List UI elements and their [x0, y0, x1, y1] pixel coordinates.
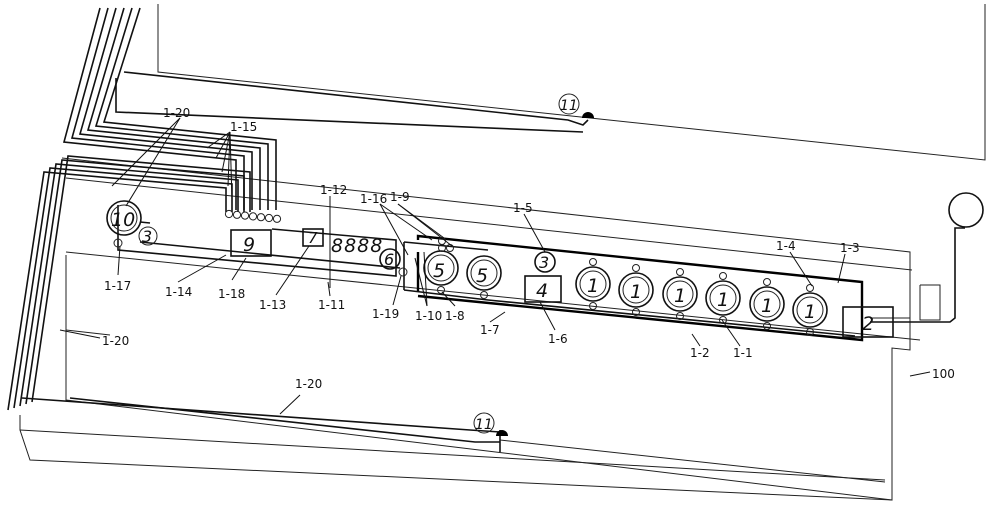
valve-top: [763, 278, 771, 286]
valve-top: [589, 258, 597, 266]
label-1-3: 1-3: [840, 241, 860, 255]
component-11-bottom: 11: [473, 412, 508, 436]
valve-1-15-4: [248, 212, 258, 221]
component-1-group: 1 1 1 1 1 1: [575, 258, 828, 336]
label-1-17: 1-17: [104, 279, 131, 293]
label-100: 100: [932, 367, 955, 381]
valve-top: [676, 268, 684, 276]
valve-top: [806, 284, 814, 292]
upper-room-outline: [157, 4, 986, 161]
valve-1-15-2: [232, 210, 242, 219]
label-1-11: 1-11: [318, 298, 345, 312]
component-6: 6: [379, 248, 408, 277]
label-1-16: 1-16: [360, 192, 387, 206]
component-9: 9: [230, 229, 272, 257]
label-1-15: 1-15: [230, 120, 257, 134]
component-2-label: 2: [862, 313, 874, 335]
component-3-right: 3: [534, 251, 556, 273]
component-8: 8888: [331, 235, 383, 257]
component-1-unit-6: 1: [792, 284, 828, 336]
label-1-6: 1-6: [548, 332, 568, 346]
component-1-unit-3-label: 1: [674, 285, 686, 307]
right-connector: [870, 227, 965, 323]
component-5-first: 5: [423, 250, 459, 294]
component-1-unit-2: 1: [618, 264, 654, 316]
component-10-label: 10: [111, 209, 135, 231]
component-4: 4: [524, 275, 562, 303]
component-4-label: 4: [536, 280, 548, 302]
label-1-7: 1-7: [480, 323, 500, 337]
valve-1-15-7: [272, 214, 282, 223]
leader-lines: [59, 117, 931, 415]
label-1-19: 1-19: [372, 307, 399, 321]
component-5-second: 5: [466, 255, 502, 299]
valve-bottom: [763, 322, 771, 330]
label-1-14: 1-14: [165, 285, 192, 299]
valve-1-15-3: [240, 211, 250, 220]
component-5-second-label: 5: [476, 265, 488, 287]
component-11-top: 11: [558, 93, 594, 118]
label-1-10: 1-10: [415, 309, 442, 323]
external-unit-circle: [948, 192, 984, 228]
component-1-unit-1-label: 1: [587, 275, 599, 297]
component-7-label: 7: [308, 229, 318, 247]
component-10: 10: [106, 200, 142, 248]
component-9-label: 9: [243, 234, 255, 256]
label-1-4: 1-4: [776, 239, 796, 253]
component-1-unit-2-label: 1: [630, 281, 642, 303]
component-1-unit-4-label: 1: [717, 289, 729, 311]
component-3-left: 3: [138, 226, 158, 246]
label-1-8: 1-8: [445, 309, 465, 323]
callout-labels: 1-20 1-15 1-12 1-16 1-9 1-5 1-4 1-3 1-17…: [102, 106, 955, 391]
label-1-20-top: 1-20: [163, 106, 190, 120]
valve-bottom: [676, 312, 684, 320]
label-1-9: 1-9: [390, 190, 410, 204]
main-pipe-loop: [403, 234, 864, 342]
label-1-1: 1-1: [733, 346, 753, 360]
label-1-2: 1-2: [690, 346, 710, 360]
left-pipe-loop: [117, 205, 401, 277]
component-7: 7: [302, 228, 324, 247]
valve-top: [632, 264, 640, 272]
component-1-unit-1: 1: [575, 258, 611, 310]
component-11-top-label: 11: [560, 98, 578, 114]
valve-1-15-1: [224, 209, 234, 219]
valve-row-1-15: [224, 209, 282, 223]
component-1-unit-5: 1: [749, 278, 785, 330]
label-1-5: 1-5: [513, 201, 533, 215]
label-1-20-middle: 1-20: [102, 334, 129, 348]
component-5-first-label: 5: [433, 260, 445, 282]
component-8-label: 8888: [331, 235, 383, 257]
label-1-20-bottom: 1-20: [295, 377, 322, 391]
component-3-right-label: 3: [539, 253, 549, 272]
main-building-outline: [19, 157, 941, 501]
component-11-bottom-label: 11: [475, 417, 493, 433]
valve-top: [719, 272, 727, 280]
valve-1-15-6: [264, 213, 274, 223]
label-1-12: 1-12: [320, 183, 347, 197]
component-6-label: 6: [384, 250, 394, 269]
component-3-left-label: 3: [142, 227, 152, 246]
valve-bottom: [589, 302, 597, 310]
component-2: 2: [842, 306, 894, 338]
valve-bottom: [632, 308, 640, 316]
label-1-18: 1-18: [218, 287, 245, 301]
valve-1-15-5: [256, 213, 266, 222]
component-1-unit-6-label: 1: [804, 301, 816, 323]
valve-bottom: [806, 328, 814, 336]
component-1-unit-5-label: 1: [761, 295, 773, 317]
valve-bottom: [719, 316, 727, 324]
component-1-unit-3: 1: [662, 268, 698, 320]
label-1-13: 1-13: [259, 298, 286, 312]
component-1-unit-4: 1: [705, 272, 741, 324]
cable-bundle-top: [62, 7, 589, 210]
